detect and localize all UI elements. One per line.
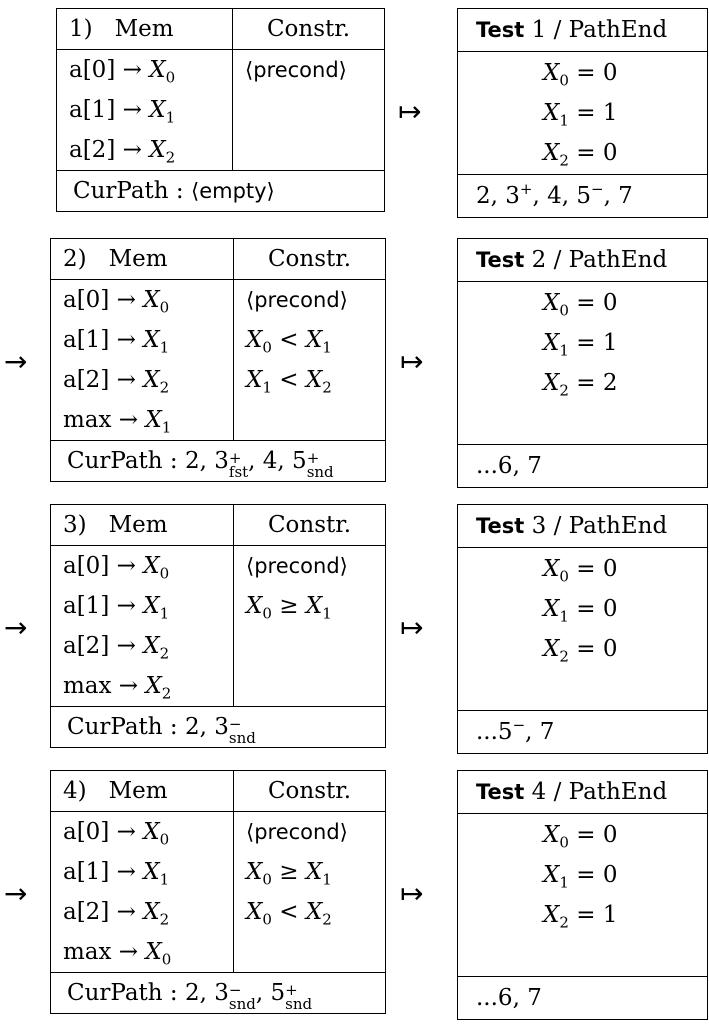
state-table: 1) Mem Constr. a[0] → X0 a[1] → X1 a[2] → X2 ⟨…: [56, 8, 385, 212]
constr-header: Constr.: [233, 238, 386, 280]
test-header: Test 4 / PathEnd: [457, 770, 708, 814]
mem-entry: a[2] → X2: [69, 137, 176, 167]
assignment: X2 = 1: [543, 902, 618, 932]
test-table: Test 3 / PathEnd X0 = 0 X1 = 0 X2 = 0 ...5−,…: [457, 504, 708, 754]
mem-header: 1) Mem: [56, 8, 233, 50]
assignment: X1 = 0: [543, 596, 618, 626]
constr-header: Constr.: [232, 8, 385, 50]
mem-entry: max → X0: [63, 939, 172, 969]
mem-column: a[0] → X0 a[1] → X1 a[2] → X2 max → X1: [50, 279, 234, 441]
test-table: Test 4 / PathEnd X0 = 0 X1 = 0 X2 = 1 ...6, …: [457, 770, 708, 1020]
test-table: Test 1 / PathEnd X0 = 0 X1 = 1 X2 = 0 2, 3+,…: [457, 8, 708, 218]
step-index: 2): [63, 246, 87, 272]
incoming-arrow: →: [4, 611, 28, 644]
mem-header-label: Mem: [114, 16, 174, 42]
constraint: X0 ≥ X1: [246, 593, 332, 623]
test-label: Test 1: [476, 17, 547, 43]
maps-to-arrow: ↦: [398, 95, 422, 128]
test-label: Test 2: [476, 247, 547, 273]
constr-header: Constr.: [233, 770, 386, 812]
pathend: ...6, 7: [457, 444, 708, 488]
assignment: X2 = 0: [543, 140, 618, 170]
test-header: Test 2 / PathEnd: [457, 238, 708, 282]
assignment: X1 = 1: [543, 100, 618, 130]
test-label: Test 3: [476, 513, 547, 539]
mem-column: a[0] → X0 a[1] → X1 a[2] → X2: [56, 49, 233, 171]
curpath: CurPath : ⟨empty⟩: [56, 170, 385, 212]
assignment: X0 = 0: [543, 290, 618, 320]
pathend-label: / PathEnd: [546, 779, 668, 805]
pathend: ...6, 7: [457, 976, 708, 1020]
assignment: X0 = 0: [543, 822, 618, 852]
mem-entry: a[0] → X0: [69, 57, 176, 87]
mem-entry: a[1] → X1: [63, 859, 170, 889]
constraint: ⟨precond⟩: [245, 58, 347, 82]
mem-entry: a[1] → X1: [69, 97, 176, 127]
mem-entry: max → X2: [63, 673, 172, 703]
constr-column: ⟨precond⟩ X0 < X1 X1 < X2: [233, 279, 386, 441]
step-index: 3): [63, 512, 87, 538]
constr-column: ⟨precond⟩: [232, 49, 385, 171]
test-values: X0 = 0 X1 = 0 X2 = 0: [457, 547, 708, 711]
mem-header: 3) Mem: [50, 504, 234, 546]
test-values: X0 = 0 X1 = 0 X2 = 1: [457, 813, 708, 977]
pathend-label: / PathEnd: [546, 513, 668, 539]
maps-to-arrow: ↦: [400, 345, 424, 378]
test-header: Test 1 / PathEnd: [457, 8, 708, 52]
constr-column: ⟨precond⟩ X0 ≥ X1: [233, 545, 386, 707]
mem-header-label: Mem: [108, 246, 168, 272]
state-table: 3) Mem Constr. a[0] → X0 a[1] → X1 a[2] → X2 m…: [50, 504, 386, 748]
mem-entry: a[2] → X2: [63, 633, 170, 663]
step-index: 1): [69, 16, 93, 42]
test-label: Test 4: [476, 779, 547, 805]
assignment: X2 = 0: [543, 636, 618, 666]
test-values: X0 = 0 X1 = 1 X2 = 2: [457, 281, 708, 445]
assignment: X2 = 2: [543, 370, 618, 400]
pathend: 2, 3+, 4, 5−, 7: [457, 174, 708, 218]
pathend-label: / PathEnd: [546, 247, 668, 273]
maps-to-arrow: ↦: [400, 611, 424, 644]
curpath: CurPath : 2, 3−snd: [50, 706, 386, 748]
test-header: Test 3 / PathEnd: [457, 504, 708, 548]
assignment: X1 = 0: [543, 862, 618, 892]
test-table: Test 2 / PathEnd X0 = 0 X1 = 1 X2 = 2 ...6, …: [457, 238, 708, 488]
incoming-arrow: →: [4, 345, 28, 378]
step-index: 4): [63, 778, 87, 804]
constraint: X0 < X2: [246, 899, 332, 929]
constr-header: Constr.: [233, 504, 386, 546]
maps-to-arrow: ↦: [400, 877, 424, 910]
constraint: ⟨precond⟩: [246, 288, 348, 312]
assignment: X1 = 1: [543, 330, 618, 360]
mem-column: a[0] → X0 a[1] → X1 a[2] → X2 max → X2: [50, 545, 234, 707]
constraint: X1 < X2: [246, 367, 332, 397]
pathend: ...5−, 7: [457, 710, 708, 754]
mem-entry: a[1] → X1: [63, 593, 170, 623]
mem-entry: a[0] → X0: [63, 819, 170, 849]
mem-header-label: Mem: [108, 512, 168, 538]
mem-header-label: Mem: [108, 778, 168, 804]
incoming-arrow: →: [4, 877, 28, 910]
mem-entry: a[2] → X2: [63, 367, 170, 397]
constr-column: ⟨precond⟩ X0 ≥ X1 X0 < X2: [233, 811, 386, 973]
constraint: ⟨precond⟩: [246, 554, 348, 578]
pathend-label: / PathEnd: [546, 17, 668, 43]
state-table: 2) Mem Constr. a[0] → X0 a[1] → X1 a[2] → X2 m…: [50, 238, 386, 482]
mem-entry: a[1] → X1: [63, 327, 170, 357]
assignment: X0 = 0: [543, 556, 618, 586]
test-values: X0 = 0 X1 = 1 X2 = 0: [457, 51, 708, 175]
state-table: 4) Mem Constr. a[0] → X0 a[1] → X1 a[2] → X2 m…: [50, 770, 386, 1014]
mem-entry: a[2] → X2: [63, 899, 170, 929]
mem-entry: max → X1: [63, 407, 172, 437]
curpath: CurPath : 2, 3−snd, 5+snd: [50, 972, 386, 1014]
constraint: ⟨precond⟩: [246, 820, 348, 844]
curpath: CurPath : 2, 3+fst, 4, 5+snd: [50, 440, 386, 482]
assignment: X0 = 0: [543, 60, 618, 90]
constraint: X0 ≥ X1: [246, 859, 332, 889]
mem-header: 4) Mem: [50, 770, 234, 812]
mem-entry: a[0] → X0: [63, 287, 170, 317]
mem-column: a[0] → X0 a[1] → X1 a[2] → X2 max → X0: [50, 811, 234, 973]
mem-header: 2) Mem: [50, 238, 234, 280]
constraint: X0 < X1: [246, 327, 332, 357]
mem-entry: a[0] → X0: [63, 553, 170, 583]
